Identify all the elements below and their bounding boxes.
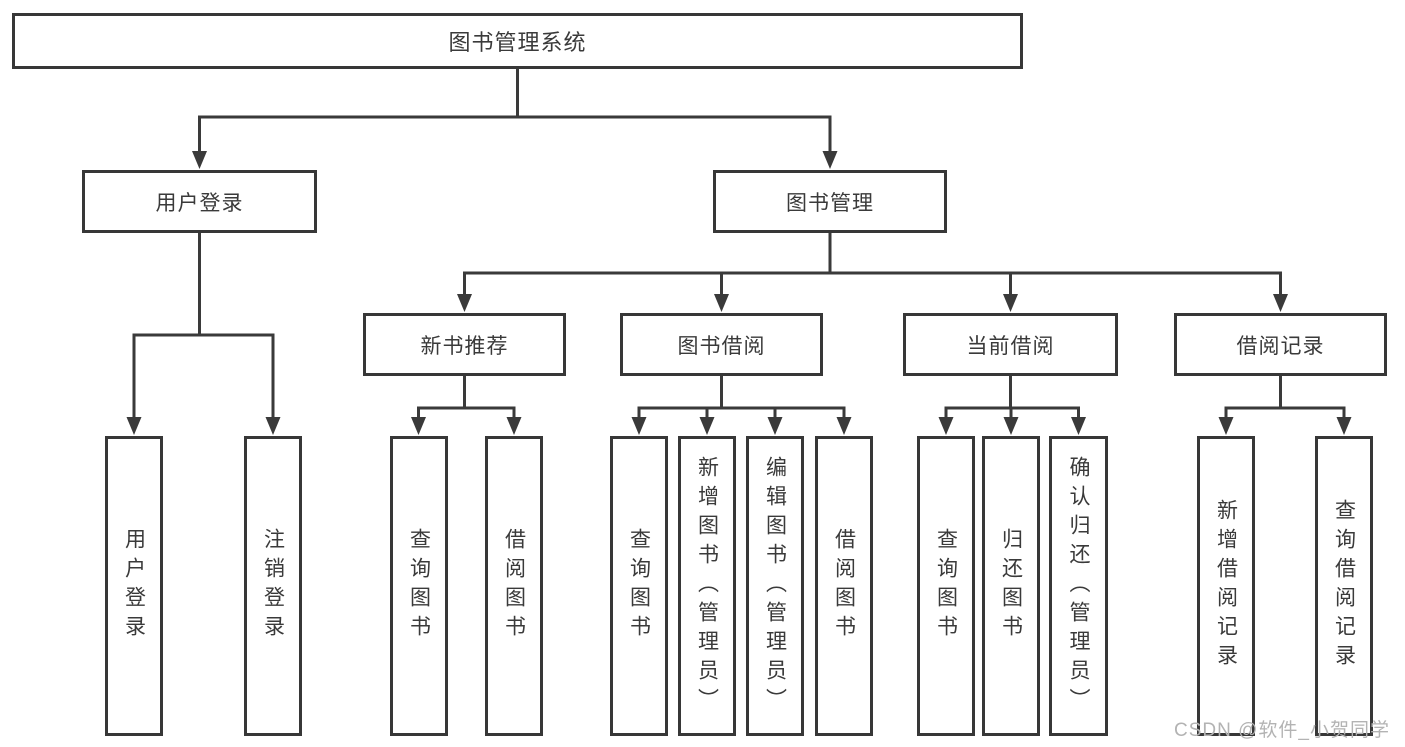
node-label: 用户登录: [122, 528, 146, 644]
node-borrowing-records: 借阅记录: [1174, 313, 1387, 376]
arrowhead: [1071, 417, 1086, 435]
node-label: 注销登录: [261, 528, 285, 644]
arrowhead: [938, 417, 954, 435]
arrowhead: [1218, 417, 1234, 435]
leaf-add-book-admin: 新增图书（管理员）: [678, 436, 736, 736]
arrowhead: [1273, 294, 1288, 312]
node-label: 查询图书: [407, 528, 431, 644]
node-user-login: 用户登录: [82, 170, 317, 233]
arrowhead: [411, 417, 426, 435]
arrowhead: [126, 417, 142, 435]
leaf-user-login: 用户登录: [105, 436, 163, 736]
arrowhead: [631, 417, 647, 435]
leaf-query-books-1: 查询图书: [390, 436, 448, 736]
node-book-management: 图书管理: [713, 170, 947, 233]
arrowhead: [1003, 417, 1019, 435]
connector-book-borrow: [637, 374, 846, 420]
node-label: 当前借阅: [966, 334, 1055, 358]
node-label: 查询图书: [627, 528, 651, 644]
node-new-book-recommendation: 新书推荐: [363, 313, 566, 376]
leaf-logout: 注销登录: [244, 436, 302, 736]
arrowhead: [1336, 417, 1352, 435]
leaf-confirm-return-admin: 确认归还（管理员）: [1049, 436, 1108, 736]
node-label: 用户登录: [155, 191, 244, 215]
node-label: 图书管理系统: [448, 30, 587, 55]
node-label: 归还图书: [999, 528, 1023, 644]
node-library-management-system: 图书管理系统: [12, 13, 1023, 69]
node-label: 图书管理: [786, 191, 874, 215]
leaf-query-books-3: 查询图书: [917, 436, 975, 736]
node-label: 查询借阅记录: [1332, 499, 1356, 673]
connector-new-book-rec: [417, 374, 516, 420]
node-label: 新增借阅记录: [1214, 499, 1238, 673]
arrowhead: [192, 151, 207, 169]
leaf-return-book: 归还图书: [982, 436, 1040, 736]
node-label: 新增图书（管理员）: [695, 455, 719, 717]
leaf-edit-book-admin: 编辑图书（管理员）: [746, 436, 804, 736]
connector-borrow-record: [1224, 374, 1346, 420]
node-label: 借阅图书: [832, 528, 856, 644]
node-label: 借阅图书: [502, 528, 526, 644]
node-book-borrowing: 图书借阅: [620, 313, 823, 376]
arrowhead: [699, 417, 715, 435]
node-label: 图书借阅: [677, 334, 766, 358]
node-current-borrowing: 当前借阅: [903, 313, 1118, 376]
connector-root: [198, 67, 832, 154]
leaf-borrow-books-1: 借阅图书: [485, 436, 543, 736]
leaf-borrow-books-2: 借阅图书: [815, 436, 873, 736]
arrowhead: [506, 417, 522, 435]
arrowhead: [1003, 294, 1018, 312]
node-label: 查询图书: [934, 528, 958, 644]
connector-book-mgmt: [463, 231, 1282, 297]
node-label: 确认归还（管理员）: [1067, 455, 1090, 717]
arrowhead: [767, 417, 783, 435]
node-label: 编辑图书（管理员）: [763, 455, 787, 717]
node-label: 新书推荐: [420, 334, 509, 358]
leaf-query-books-2: 查询图书: [610, 436, 668, 736]
leaf-query-borrow-record: 查询借阅记录: [1315, 436, 1373, 736]
arrowhead: [714, 294, 729, 312]
node-label: 借阅记录: [1236, 334, 1325, 358]
arrowhead: [265, 417, 281, 435]
connector-user-login: [132, 231, 275, 420]
arrowhead: [836, 417, 852, 435]
arrowhead: [457, 294, 472, 312]
arrowhead: [822, 151, 838, 169]
leaf-add-borrow-record: 新增借阅记录: [1197, 436, 1255, 736]
connector-current-borrow: [944, 374, 1080, 420]
watermark: CSDN @软件_小贺同学: [1174, 720, 1390, 741]
